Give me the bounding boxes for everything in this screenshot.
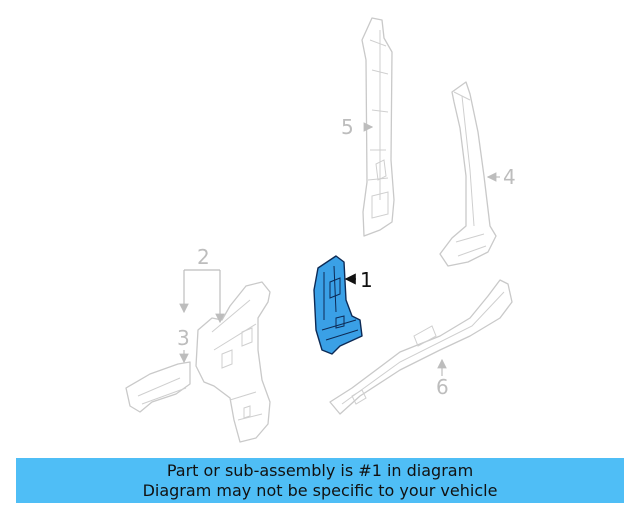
part-2-hinge-pillar [195, 281, 271, 443]
caption-banner: Part or sub-assembly is #1 in diagram Di… [16, 458, 624, 503]
callout-1: 1 [360, 268, 373, 292]
part-3-bracket [125, 361, 191, 413]
callout-5: 5 [341, 115, 354, 139]
part-6-rocker [329, 279, 513, 415]
part-1-reinforcement [313, 255, 363, 355]
callout-2: 2 [197, 245, 210, 269]
part-4-pillar-outer [439, 81, 497, 267]
callout-3: 3 [177, 326, 190, 350]
caption-line-1: Part or sub-assembly is #1 in diagram [166, 460, 474, 480]
part-5-pillar-inner [361, 17, 395, 237]
caption-line-2: Diagram may not be specific to your vehi… [142, 480, 498, 500]
callout-6: 6 [436, 375, 449, 399]
parts-diagram: 1 2 3 4 5 6 [125, 17, 516, 443]
callout-4: 4 [503, 165, 516, 189]
leader-lines [179, 122, 500, 376]
